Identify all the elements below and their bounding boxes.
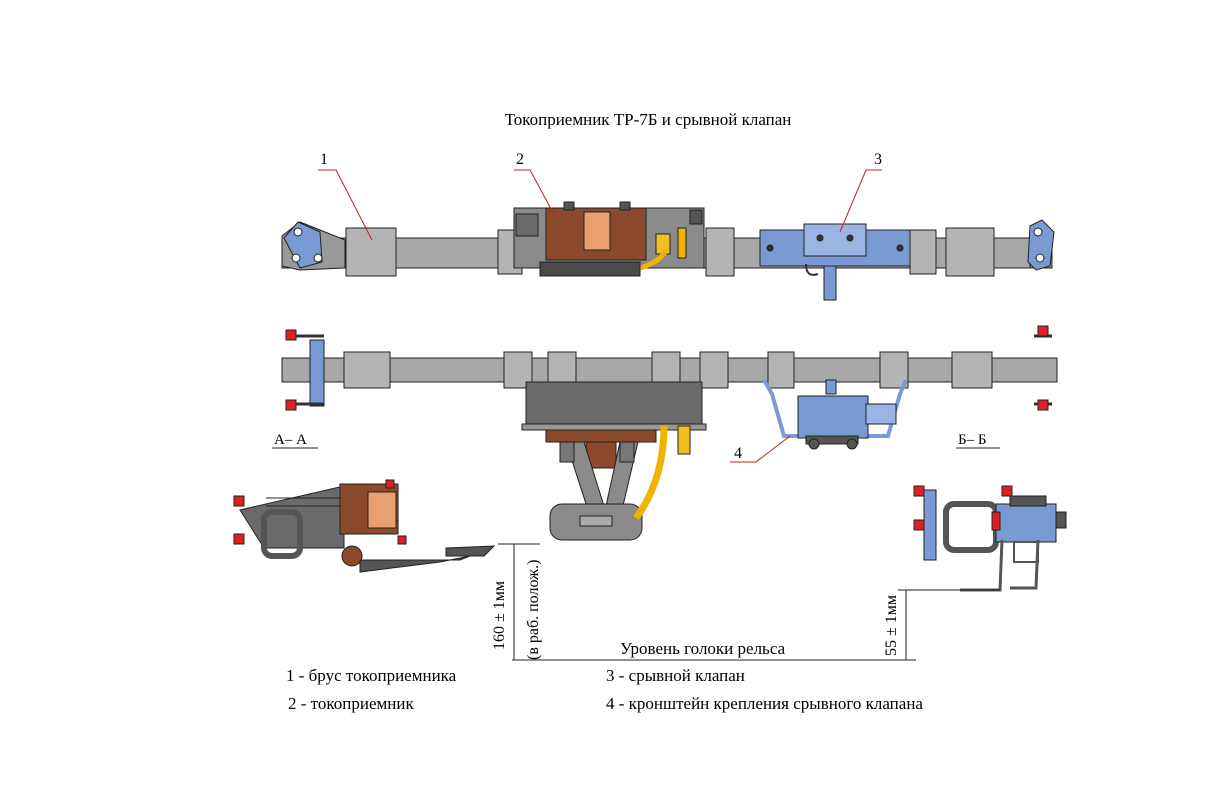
collector-housing-front — [525, 381, 703, 425]
section-b-label: Б– Б — [958, 432, 986, 448]
end-plate-left — [283, 221, 323, 269]
section-a-arm — [239, 485, 345, 549]
rail-level-label: Уровень голоки рельса — [620, 639, 786, 658]
front-view — [281, 325, 1058, 541]
section-a-view — [233, 447, 496, 573]
diagram-title: Токоприемник ТР-7Б и срывной клапан — [505, 110, 792, 129]
section-b-beam — [943, 501, 999, 553]
section-b-view — [913, 447, 1067, 592]
dim-left-note: (в раб. полож.) — [525, 560, 542, 660]
callout-3: 3 — [874, 151, 882, 168]
callout-1: 1 — [320, 151, 328, 168]
legend-item-2: 2 - токоприемник — [288, 694, 414, 713]
legend-item-3: 3 - срывной клапан — [606, 666, 745, 685]
end-plate-right — [1027, 219, 1055, 271]
top-view — [281, 201, 1055, 301]
section-a-label: А– А — [274, 432, 307, 448]
section-b-valve — [995, 503, 1057, 543]
callout-leaders — [318, 169, 882, 463]
beam-sleeve — [345, 227, 397, 277]
valve-handle — [823, 265, 837, 301]
valve-body-front — [797, 395, 869, 439]
legend-item-4: 4 - кронштейн крепления срывного клапана — [606, 694, 923, 713]
collector-base-top — [539, 261, 641, 277]
legend-item-1: 1 - брус токоприемника — [286, 666, 457, 685]
dimension-lines — [498, 543, 1000, 661]
callout-2: 2 — [516, 151, 524, 168]
dim-right-value: 55 ± 1мм — [883, 595, 900, 656]
dim-left-value: 160 ± 1мм — [491, 581, 508, 650]
callout-4: 4 — [734, 445, 742, 462]
